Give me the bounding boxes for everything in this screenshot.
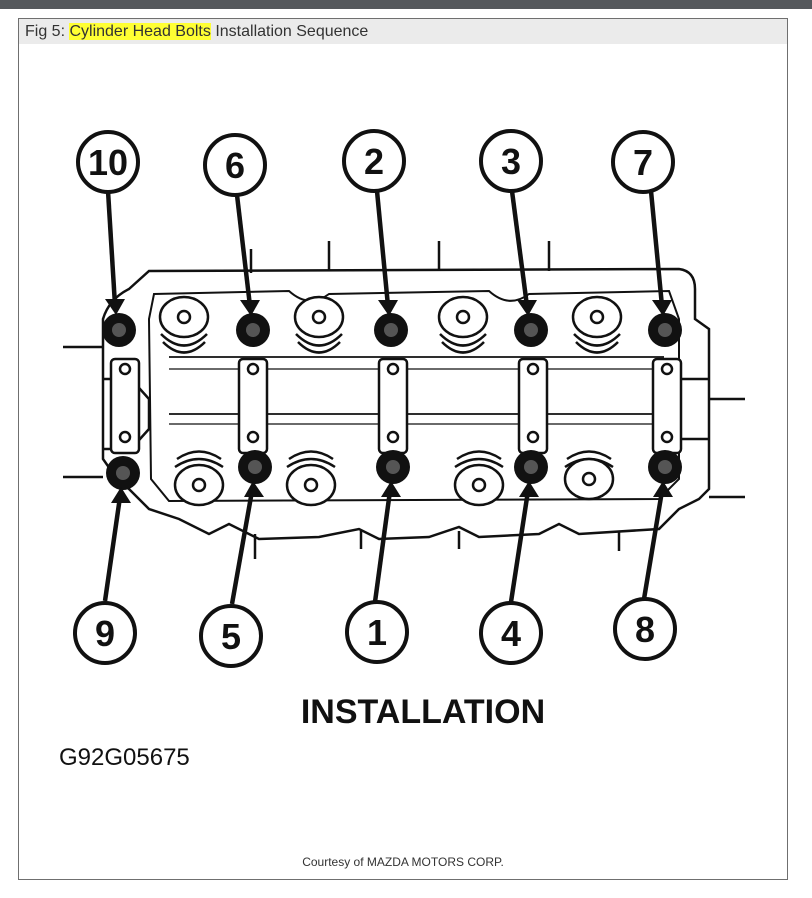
caption-highlight: Cylinder Head Bolts [69,23,211,40]
arrow-2 [374,190,391,307]
credit-line: Courtesy of MAZDA MOTORS CORP. [302,855,504,869]
bolt-1 [376,450,410,484]
arrow-9 [102,496,123,602]
bolt-5 [238,450,272,484]
figure-caption: Fig 5: Cylinder Head Bolts Installation … [25,23,368,41]
valve-springs-upper [158,295,623,354]
callout-top-1: 10 [88,142,128,183]
callout-top-5: 7 [633,142,653,183]
top-bar [0,0,812,9]
callout-numbers: 10 6 2 3 7 9 5 1 4 8 [88,141,655,657]
leader-arrows [102,190,665,605]
valve-springs-lower [173,450,615,507]
callout-top-4: 3 [501,141,521,182]
head-bolts [102,313,682,490]
bolt-10 [102,313,136,347]
figure-frame: Fig 5: Cylinder Head Bolts Installation … [18,18,788,880]
arrow-5 [229,490,255,605]
arrow-heads [105,299,673,503]
bolt-3 [514,313,548,347]
arrow-7 [648,190,665,307]
bolt-9 [106,456,140,490]
caption-prefix: Fig 5: [25,23,70,40]
bolt-6 [236,313,270,347]
callout-circles [73,129,677,668]
figure-id: G92G05675 [59,744,190,771]
callout-top-3: 2 [364,141,384,182]
callout-bottom-2: 5 [221,616,241,657]
arrow-1 [372,490,393,603]
arrow-3 [509,190,530,307]
installation-label: INSTALLATION [301,693,545,731]
callout-bottom-1: 9 [95,613,115,654]
callout-bottom-5: 8 [635,609,655,650]
callout-bottom-4: 4 [501,613,521,654]
bolt-2 [374,313,408,347]
cylinder-head-body [63,241,745,559]
bolt-8 [648,450,682,484]
bolt-7 [648,313,682,347]
arrow-10 [105,190,118,306]
caption-bar: Fig 5: Cylinder Head Bolts Installation … [19,19,787,44]
caption-suffix: Installation Sequence [210,23,369,40]
cylinder-head-diagram: 10 6 2 3 7 9 5 1 4 8 INSTALLATION G92G05… [59,129,745,771]
callout-top-2: 6 [225,145,245,186]
arrow-4 [508,490,531,603]
arrow-8 [641,490,665,600]
bolt-4 [514,450,548,484]
callout-bottom-3: 1 [367,612,387,653]
arrow-6 [234,194,253,307]
